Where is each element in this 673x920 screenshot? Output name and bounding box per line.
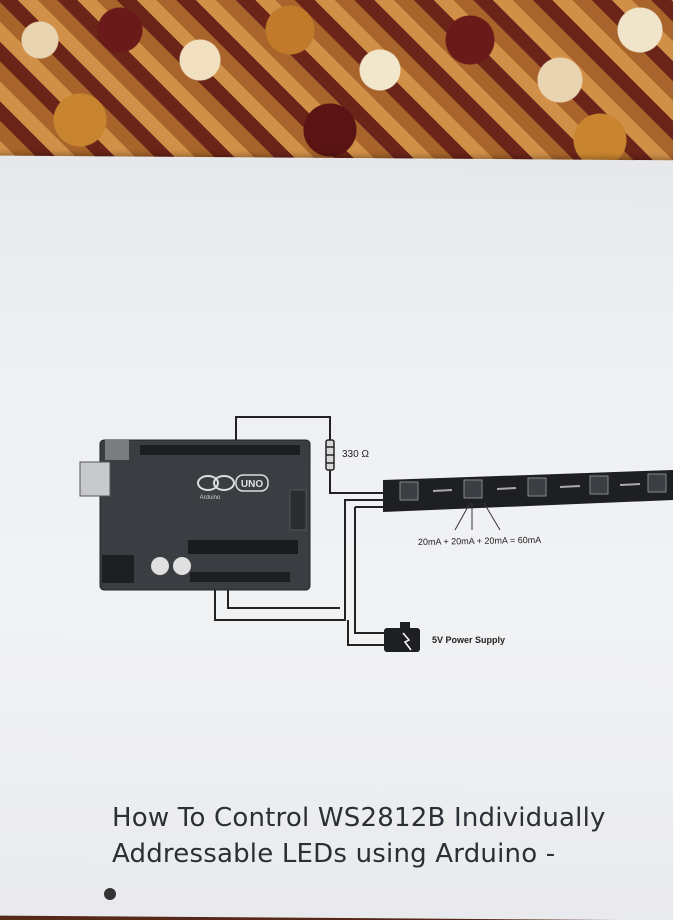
current-label: 20mA + 20mA + 20mA = 60mA bbox=[418, 535, 541, 547]
heading-line-2: Addressable LEDs using Arduino - bbox=[112, 839, 556, 869]
arduino-board bbox=[79, 439, 311, 591]
power-label: 5V Power Supply bbox=[432, 635, 505, 645]
led-strip bbox=[383, 470, 673, 512]
wiring-diagram: UNO Arduino 330 Ω 20mA + 20mA + 20m bbox=[79, 416, 673, 652]
article-heading: How To Control WS2812B Individually Addr… bbox=[112, 800, 672, 872]
bullet-dot bbox=[104, 888, 116, 900]
heading-line-1: How To Control WS2812B Individually bbox=[112, 803, 606, 833]
power-supply bbox=[384, 622, 420, 652]
resistor bbox=[325, 439, 335, 471]
current-pointers bbox=[454, 502, 501, 531]
board-brand: Arduino bbox=[200, 495, 221, 501]
wires bbox=[214, 416, 385, 646]
resistor-label: 330 Ω bbox=[342, 449, 369, 460]
board-logo: UNO bbox=[241, 479, 263, 490]
